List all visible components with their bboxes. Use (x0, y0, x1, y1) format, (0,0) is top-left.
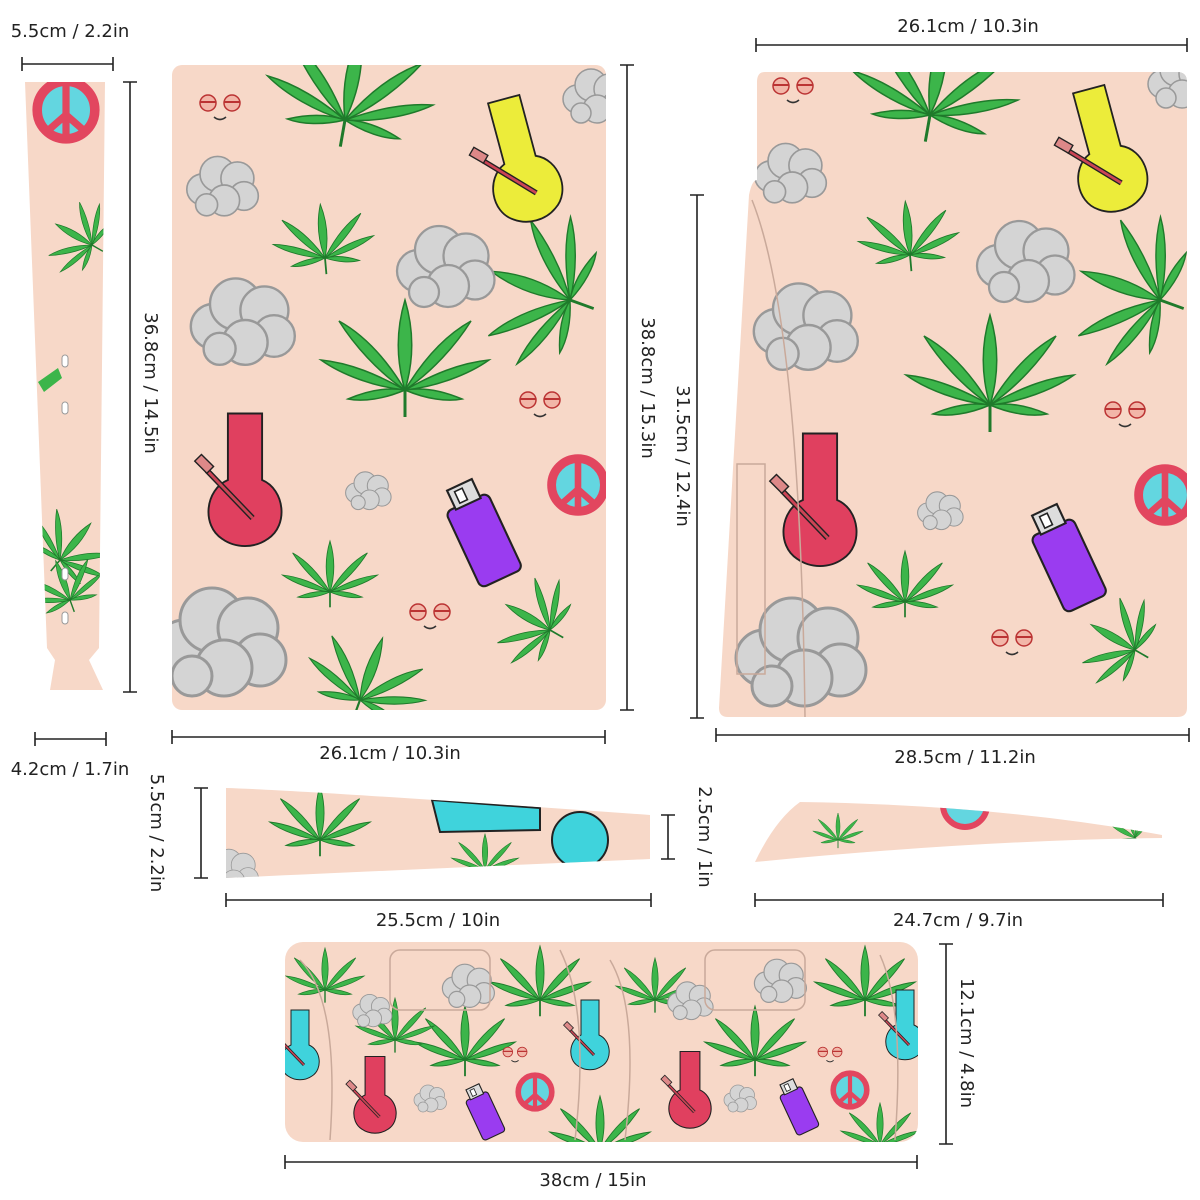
controller-panel (285, 942, 918, 1142)
peace-sign-icon (1139, 469, 1192, 522)
side-strip-top-width-label: 5.5cm / 2.2in (10, 21, 130, 42)
front-panel-width-label: 26.1cm / 10.3in (319, 743, 461, 764)
tapered-strip-panel (226, 788, 650, 878)
right-panel-bottom-width-label: 28.5cm / 11.2in (894, 747, 1036, 768)
side-strip-panel (25, 81, 105, 690)
tapered-strip-width-label: 25.5cm / 10in (375, 910, 501, 931)
cloud-icon (1147, 72, 1187, 109)
tapered-strip-left-height-label: 5.5cm / 2.2in (146, 773, 167, 893)
peace-sign-icon (37, 81, 95, 139)
curved-strip-width-label: 24.7cm / 9.7in (892, 910, 1024, 931)
controller-panel-height-label: 12.1cm / 4.8in (956, 977, 977, 1109)
right-panel-top-width-label: 26.1cm / 10.3in (897, 16, 1039, 37)
cloud-icon (226, 848, 259, 878)
side-strip-height-label: 36.8cm / 14.5in (140, 312, 161, 454)
dimension-lines (21, 38, 1190, 1169)
peace-sign-icon (833, 1073, 867, 1107)
front-panel (172, 65, 606, 710)
peace-sign-icon (518, 1075, 552, 1109)
peace-sign-icon (552, 459, 605, 512)
curved-strip-panel (755, 802, 1162, 862)
right-panel (719, 72, 1192, 717)
right-panel-height-label: 31.5cm / 12.4in (672, 385, 693, 527)
tapered-strip-right-height-label: 2.5cm / 1in (694, 786, 715, 888)
side-strip-bottom-width-label: 4.2cm / 1.7in (10, 759, 130, 780)
controller-panel-width-label: 38cm / 15in (539, 1170, 647, 1191)
front-panel-height-label: 38.8cm / 15.3in (637, 317, 658, 459)
